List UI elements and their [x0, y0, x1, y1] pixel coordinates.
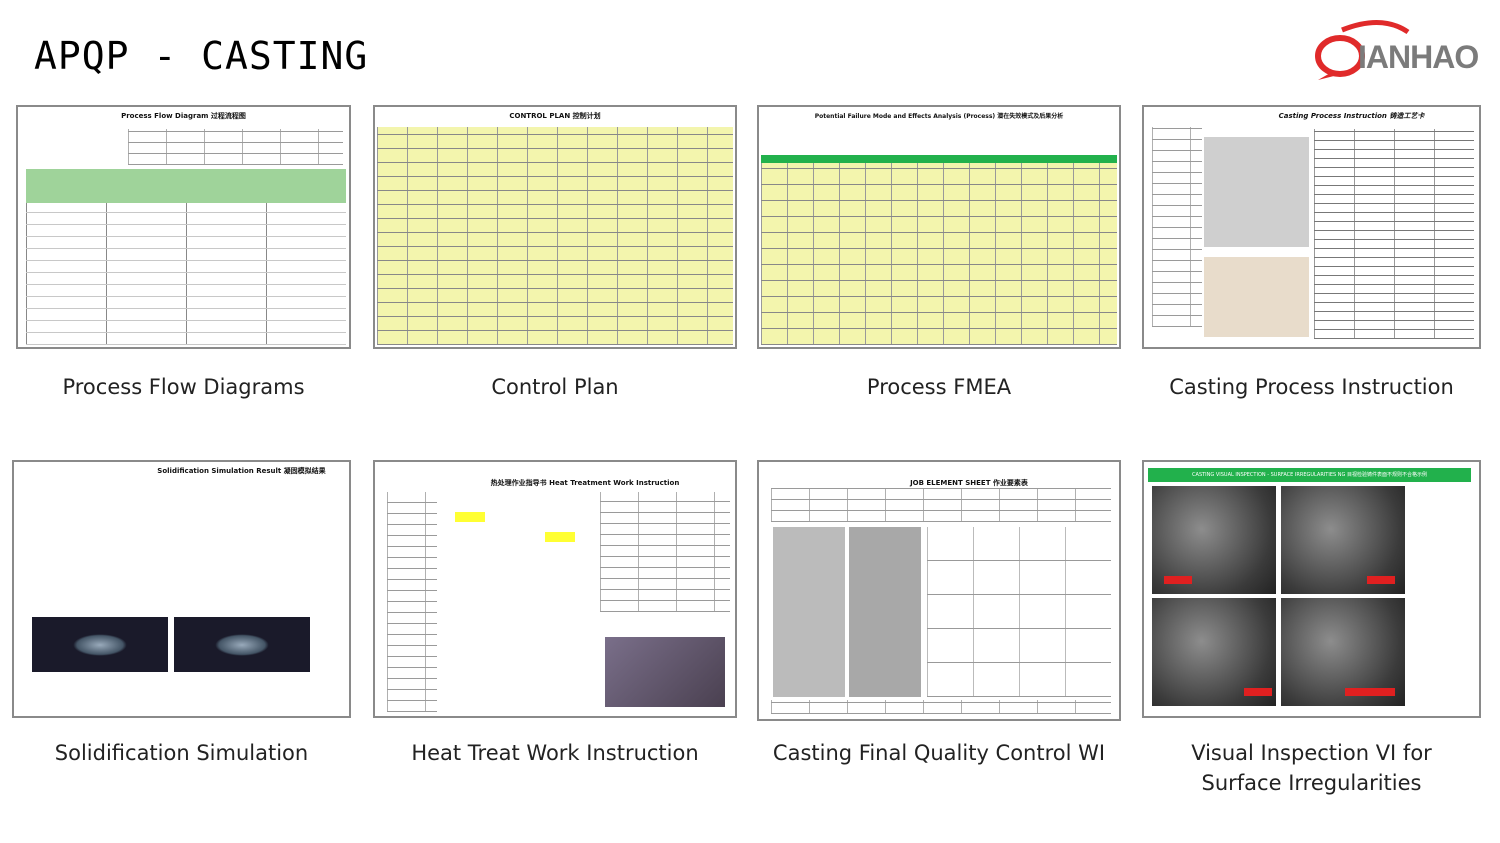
- caption-visual-inspection: Visual Inspection VI for Surface Irregul…: [1142, 738, 1481, 798]
- simulation-image-right: [174, 617, 310, 672]
- svg-text:IANHAO: IANHAO: [1358, 39, 1478, 75]
- doc-title: JOB ELEMENT SHEET 作业要素表: [910, 479, 1028, 487]
- caption-process-fmea: Process FMEA: [866, 375, 1012, 399]
- doc-title: Casting Process Instruction 铸造工艺卡: [1278, 112, 1425, 120]
- caption-line-1: Visual Inspection VI for: [1191, 741, 1432, 765]
- defect-photo-3: [1152, 598, 1276, 706]
- thumbnail-control-plan[interactable]: CONTROL PLAN 控制计划: [373, 105, 737, 349]
- caption-line-2: Surface Irregularities: [1201, 771, 1422, 795]
- defect-photo-2: [1281, 486, 1405, 594]
- thumbnail-heat-treat-work-instruction[interactable]: 热处理作业指导书 Heat Treatment Work Instruction: [373, 460, 737, 718]
- thumbnail-process-fmea[interactable]: Potential Failure Mode and Effects Analy…: [757, 105, 1121, 349]
- defect-photo-4: [1281, 598, 1405, 706]
- doc-title: CONTROL PLAN 控制计划: [509, 112, 601, 120]
- thumbnail-casting-final-quality-control-wi[interactable]: JOB ELEMENT SHEET 作业要素表: [757, 460, 1121, 721]
- caption-heat-treat-work-instruction: Heat Treat Work Instruction: [411, 741, 699, 765]
- thumbnail-process-flow-diagram[interactable]: Process Flow Diagram 过程流程图: [16, 105, 351, 349]
- slide-title: APQP - CASTING: [34, 34, 369, 78]
- thumbnail-solidification-simulation[interactable]: Solidification Simulation Result 凝固模拟结果: [12, 460, 351, 718]
- qianhao-logo: IANHAO: [1315, 19, 1479, 80]
- casting-part-photo: [1204, 257, 1309, 337]
- simulation-image-left: [32, 617, 168, 672]
- casting-photo: [1204, 137, 1309, 247]
- doc-title: Potential Failure Mode and Effects Analy…: [814, 113, 1064, 120]
- thumbnail-casting-process-instruction[interactable]: Casting Process Instruction 铸造工艺卡: [1142, 105, 1481, 349]
- thumbnail-visual-inspection[interactable]: CASTING VISUAL INSPECTION - SURFACE IRRE…: [1142, 460, 1481, 718]
- doc-title: Solidification Simulation Result 凝固模拟结果: [157, 467, 326, 475]
- caption-solidification-simulation: Solidification Simulation: [54, 741, 309, 765]
- doc-title: CASTING VISUAL INSPECTION - SURFACE IRRE…: [1148, 468, 1471, 482]
- doc-title: 热处理作业指导书 Heat Treatment Work Instruction: [490, 479, 680, 487]
- doc-title: Process Flow Diagram 过程流程图: [121, 112, 246, 120]
- caption-casting-process-instruction: Casting Process Instruction: [1169, 375, 1454, 399]
- caption-control-plan: Control Plan: [491, 375, 619, 399]
- caption-process-flow-diagrams: Process Flow Diagrams: [62, 375, 305, 399]
- caption-casting-final-quality-control-wi: Casting Final Quality Control WI: [772, 741, 1106, 765]
- defect-photo-1: [1152, 486, 1276, 594]
